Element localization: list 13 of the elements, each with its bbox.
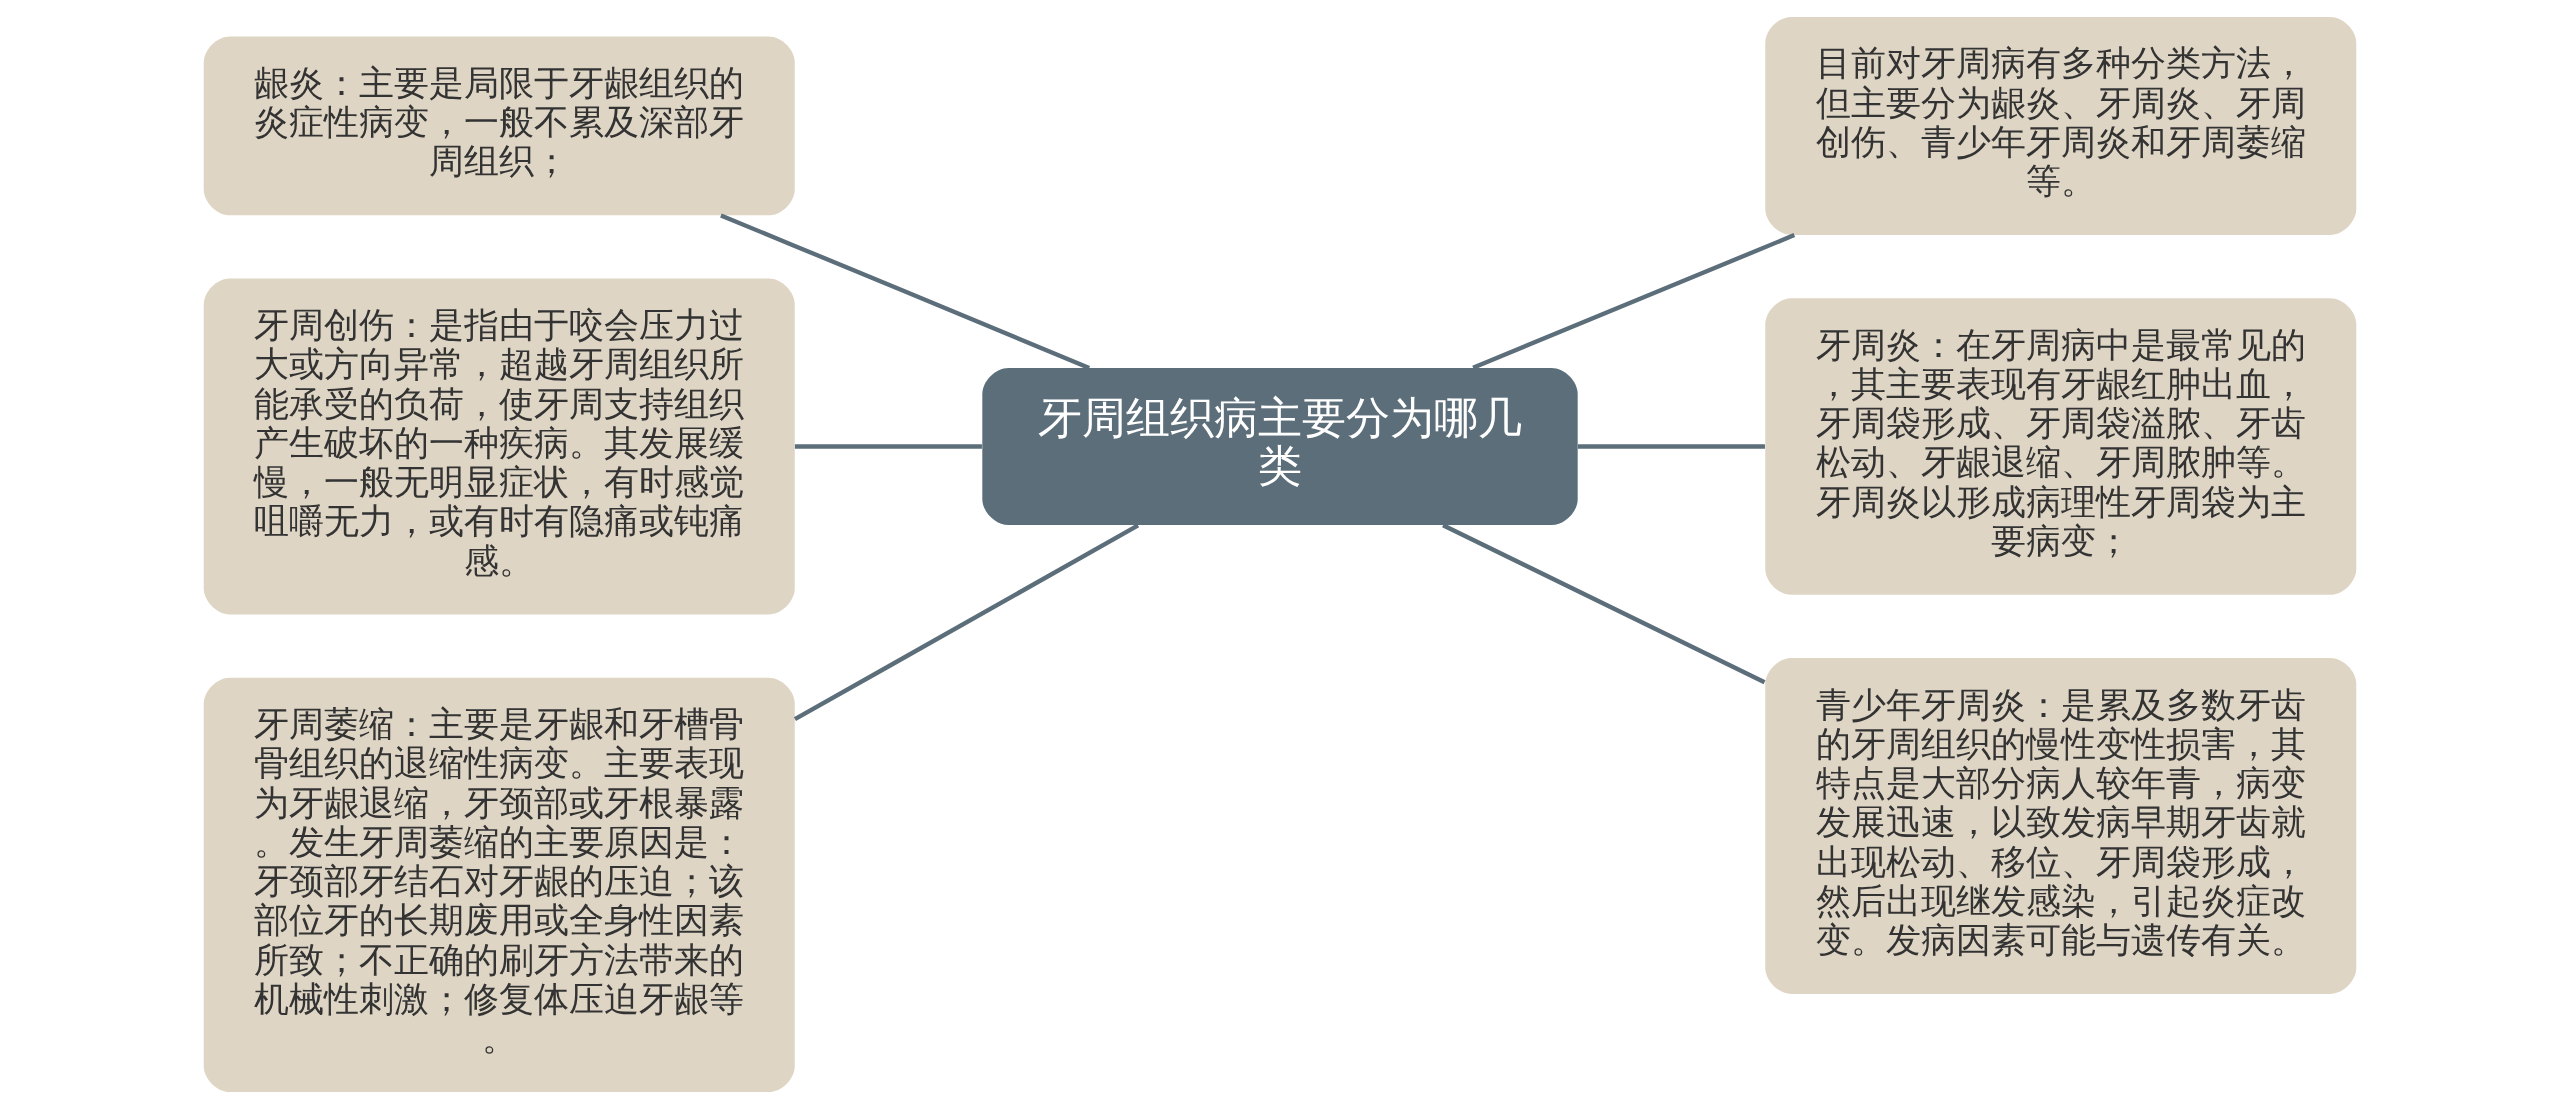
connector (720, 213, 1091, 370)
connector (793, 523, 1140, 722)
node-box: 目前对牙周病有多种分类方法，但主要分为龈炎、牙周炎、牙周创伤、青少年牙周炎和牙周萎缩等。 (1765, 16, 2357, 235)
node-box: 牙周创伤：是指由于咬会压力过大或方向异常，超越牙周组织所能承受的负荷，使牙周支持组织产生破坏的一种疾病。其发展缓慢，一般无明显症状，有时感觉咀嚼无力，或有时有隐痛或钝痛感。 (203, 278, 795, 615)
connector (1442, 523, 1766, 685)
node-box: 牙周组织病主要分为哪几类 (982, 368, 1578, 526)
node-box: 牙周萎缩：主要是牙龈和牙槽骨骨组织的退缩性病变。主要表现为牙龈退缩，牙颈部或牙根暴露。发生牙周萎缩的主要原因是：牙颈部牙结石对牙龈的压迫；该部位牙的长期废用或全身性因素所致；不正确的刷牙方法带来的机械性刺激；修复体压迫牙龈等。 (203, 677, 795, 1093)
connector (1577, 444, 1765, 449)
node-box: 青少年牙周炎：是累及多数牙齿的牙周组织的慢性变性损害，其特点是大部分病人较年青，病变发展迅速，以致发病早期牙齿就出现松动、移位、牙周袋形成，然后出现继发感染，引起炎症改变。发病因素可能与遗传有关。 (1765, 658, 2357, 994)
node-box: 牙周炎：在牙周病中是最常见的，其主要表现有牙龈红肿出血，牙周袋形成、牙周袋溢脓、牙齿松动、牙龈退缩、牙周脓肿等。牙周炎以形成病理性牙周袋为主要病变； (1765, 298, 2357, 595)
node-box: 龈炎：主要是局限于牙龈组织的炎症性病变，一般不累及深部牙周组织； (203, 36, 795, 216)
connector (794, 444, 982, 449)
connector (1472, 233, 1796, 370)
